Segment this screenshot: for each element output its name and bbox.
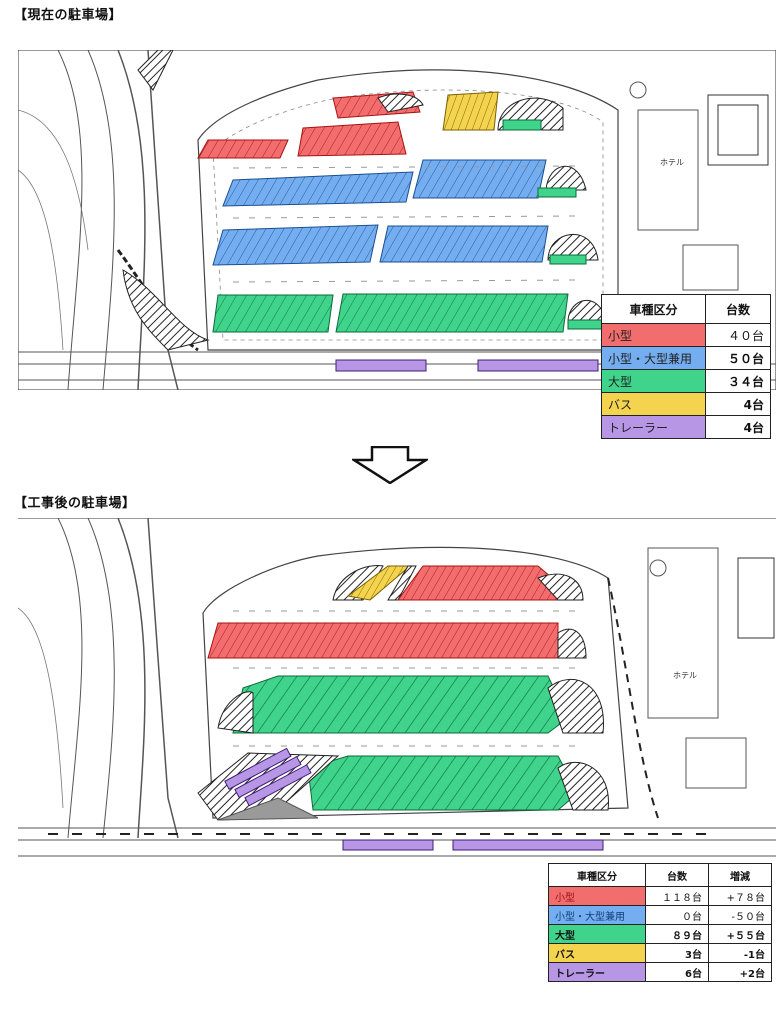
- legend-count-trailer: 6台: [645, 962, 709, 982]
- legend-header-category: 車種区分: [601, 294, 706, 324]
- legend-count-bus: 4台: [705, 392, 771, 416]
- hotel-label-current: ホテル: [660, 158, 684, 167]
- legend-label-bus: バス: [601, 392, 706, 416]
- legend-count-small: ４０台: [705, 323, 771, 347]
- down-arrow-icon: [349, 445, 431, 488]
- legend-label-large: 大型: [548, 924, 646, 944]
- legend-label-small: 小型: [548, 886, 646, 906]
- legend-change-shared: -５０台: [708, 905, 772, 925]
- legend-header-count: 台数: [705, 294, 771, 324]
- legend-count-bus: 3台: [645, 943, 709, 963]
- legend-count-large: ３４台: [705, 369, 771, 393]
- after-parking-map: ホテル: [18, 518, 776, 858]
- legend-count-shared: ０台: [645, 905, 709, 925]
- legend-change-large: +５５台: [708, 924, 772, 944]
- legend-change-bus: -1台: [708, 943, 772, 963]
- legend-count-shared: ５０台: [705, 346, 771, 370]
- legend-label-shared: 小型・大型兼用: [601, 346, 706, 370]
- legend-label-trailer: トレーラー: [548, 962, 646, 982]
- legend-header-category: 車種区分: [548, 863, 646, 887]
- legend-count-small: １１８台: [645, 886, 709, 906]
- legend-table-current: 車種区分 台数 小型 ４０台 小型・大型兼用 ５０台 大型 ３４台 バス 4台 …: [601, 294, 771, 439]
- legend-count-trailer: 4台: [705, 415, 771, 439]
- legend-label-trailer: トレーラー: [601, 415, 706, 439]
- legend-header-count: 台数: [645, 863, 709, 887]
- legend-change-trailer: +2台: [708, 962, 772, 982]
- legend-change-small: +７８台: [708, 886, 772, 906]
- legend-label-small: 小型: [601, 323, 706, 347]
- legend-label-bus: バス: [548, 943, 646, 963]
- section-title-current: 【現在の駐車場】: [14, 8, 123, 23]
- legend-header-change: 増減: [708, 863, 772, 887]
- legend-count-large: ８９台: [645, 924, 709, 944]
- legend-table-after: 車種区分 台数 増減 小型 １１８台 +７８台 小型・大型兼用 ０台 -５０台 …: [548, 863, 772, 982]
- section-title-after: 【工事後の駐車場】: [14, 496, 136, 511]
- legend-label-shared: 小型・大型兼用: [548, 905, 646, 925]
- hotel-label-after: ホテル: [673, 671, 697, 680]
- current-parking-map: ホテル: [18, 50, 776, 390]
- legend-label-large: 大型: [601, 369, 706, 393]
